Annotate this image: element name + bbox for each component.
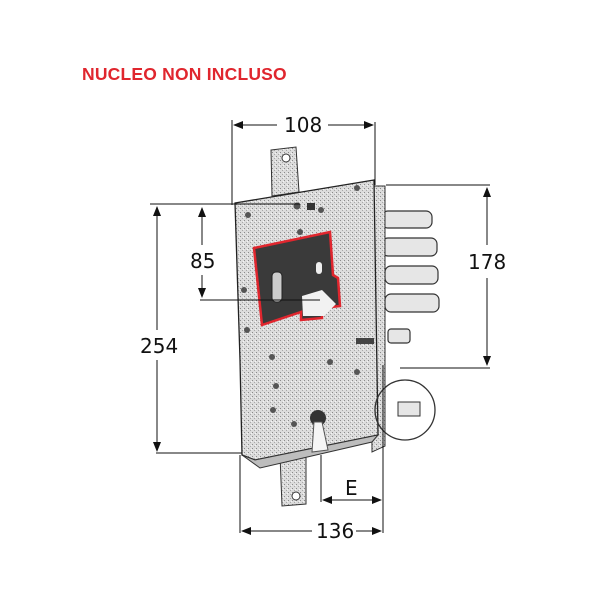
dimension-line-136: [239, 455, 382, 535]
top-strike-tab-icon: [270, 146, 300, 197]
latch-detail-circle-icon: [374, 379, 436, 441]
title-nucleo-non-incluso: NUCLEO NON INCLUSO: [82, 64, 287, 84]
keyhole-icon: [310, 410, 329, 453]
bottom-strike-tab-icon: [279, 454, 307, 507]
dimension-label-136: 136: [314, 519, 357, 543]
dimension-line-254: [150, 203, 300, 454]
dimension-label-108: 108: [282, 113, 325, 137]
dimension-line-178: [386, 184, 491, 369]
dimension-line-85: [198, 207, 320, 301]
dimension-line-108: [231, 120, 376, 205]
dimension-label-178: 178: [466, 250, 509, 274]
dimension-label-85: 85: [188, 249, 218, 273]
dimension-line-e: [320, 365, 384, 533]
deadbolts-icon: [381, 210, 440, 344]
dimension-label-254: 254: [138, 334, 181, 358]
dimension-label-e: E: [343, 476, 360, 500]
